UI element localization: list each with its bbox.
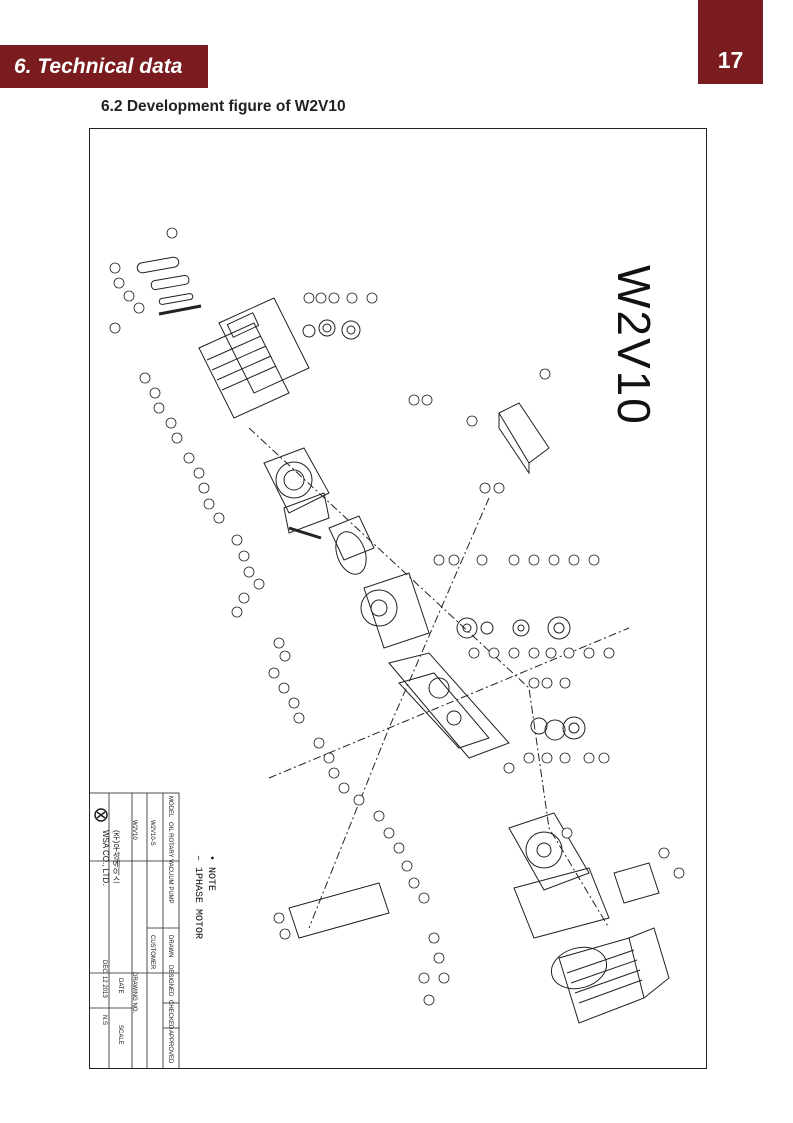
- exploded-view-drawing: [89, 227, 685, 1069]
- date-value: DEC. 12 2013: [101, 960, 107, 998]
- frame-plate-part: [388, 652, 510, 759]
- model-title: W2V10: [608, 264, 660, 426]
- company-korean: (주)우성에이스: [112, 830, 121, 884]
- pump-body-part: [263, 447, 330, 534]
- section-title: 6. Technical data: [0, 45, 208, 88]
- note-label: NOTE: [205, 867, 216, 892]
- drawing-note: • NOTE – 1PHASE MOTOR: [191, 855, 217, 939]
- company-logo: [94, 808, 108, 822]
- designed-label: DESIGNED: [167, 965, 173, 997]
- gasket-part: [136, 256, 202, 316]
- assembly-axis-line: [308, 497, 490, 929]
- motor-part: [550, 927, 670, 1024]
- model-value: OIL ROTARY VACUUM PUMP: [167, 822, 173, 904]
- title-block-grid: [89, 792, 180, 1069]
- lower-body-part: [508, 812, 660, 939]
- cover-part: [198, 297, 310, 419]
- checked-label: CHECKED: [167, 1000, 173, 1030]
- assembly-axis-line: [268, 627, 630, 779]
- scale-label: SCALE: [117, 1025, 123, 1045]
- drawing-no-label: DRAWING NO.: [131, 972, 137, 1014]
- cylinder-part: [360, 572, 430, 649]
- date-label: DATE: [117, 978, 123, 994]
- company-name: WSA CO., LTD.: [101, 830, 110, 886]
- rotor-part: [288, 515, 375, 575]
- bracket-part: [498, 402, 550, 475]
- note-bullet: •: [205, 855, 216, 862]
- drawing-frame: [89, 128, 707, 1069]
- approved-label: APPROVED: [167, 1030, 173, 1064]
- note-text: – 1PHASE MOTOR: [192, 855, 203, 940]
- base-plate-part: [288, 882, 390, 939]
- figure-heading: 6.2 Development figure of W2V10: [101, 98, 346, 115]
- customer-value: W2V10-S: [149, 820, 155, 846]
- part-callouts: [109, 227, 685, 1006]
- customer-label: CUSTOMER: [149, 935, 155, 970]
- oil-window-part: [302, 319, 361, 340]
- drawn-label: DRAWN: [167, 935, 173, 958]
- page-number: 17: [698, 0, 763, 84]
- scale-value: N.S: [101, 1015, 107, 1026]
- model-label: MODEL: [167, 796, 173, 818]
- disc-part: [456, 616, 586, 741]
- drawing-no-value: W2V10: [131, 820, 137, 840]
- assembly-axis-line: [248, 427, 610, 929]
